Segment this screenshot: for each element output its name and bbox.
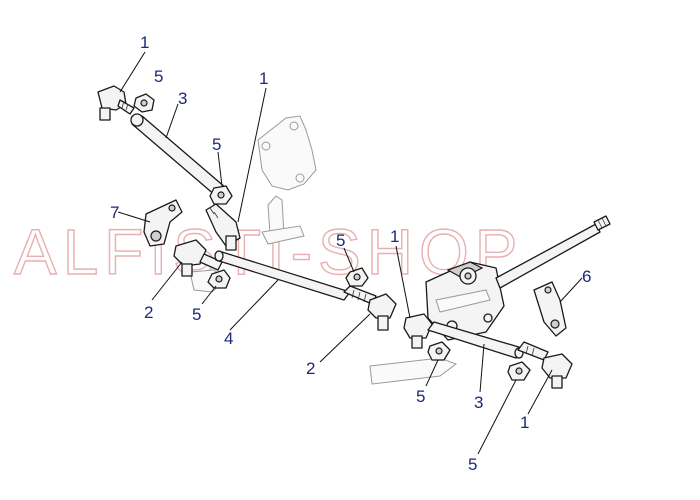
steering-arm-7 [143,199,183,247]
callout-5-upper-center: 5 [212,135,221,154]
callout-3-upper: 3 [178,89,187,108]
tube-3-upper [130,113,227,197]
tie-rod-end-2-right [367,293,397,331]
tube-3-lower [427,321,549,361]
tie-rod-end-1-upper [97,85,135,121]
callouts: 1 5 3 1 5 7 5 2 5 4 2 1 6 5 3 1 5 [110,33,591,474]
tie-rod-end-1-lower-a [403,313,433,349]
callout-5-center: 5 [336,231,345,250]
callout-5-right-a: 5 [416,387,425,406]
center-tube-4 [214,250,377,305]
callout-1-right-upper: 1 [390,227,399,246]
callout-7: 7 [110,203,119,222]
leader-lines [117,51,583,455]
callout-5-upper-left: 5 [154,67,163,86]
callout-1-right-lower: 1 [520,413,529,432]
nut-5-b [209,185,233,205]
steering-column [495,215,611,289]
nut-5-c [207,269,231,289]
idler-bracket [257,115,317,245]
callout-3-lower: 3 [474,393,483,412]
tie-rod-end-1-lower-b [541,353,573,389]
callout-5-bottom: 5 [468,455,477,474]
watermark-text: ALFISTI-SHOP [14,216,523,288]
nut-5-f [507,361,531,381]
nut-5-e [427,341,451,361]
callout-6: 6 [582,267,591,286]
callout-2-left: 2 [144,303,153,322]
callout-5-left: 5 [192,305,201,324]
nut-5-a [133,93,155,113]
steering-arm-6 [533,281,567,337]
callout-1-upper-left: 1 [140,33,149,52]
callout-2-right: 2 [306,359,315,378]
callout-1-upper-center: 1 [259,69,268,88]
callout-4: 4 [224,329,233,348]
tie-rod-end-2-left [173,239,223,277]
nut-5-d [345,267,369,287]
